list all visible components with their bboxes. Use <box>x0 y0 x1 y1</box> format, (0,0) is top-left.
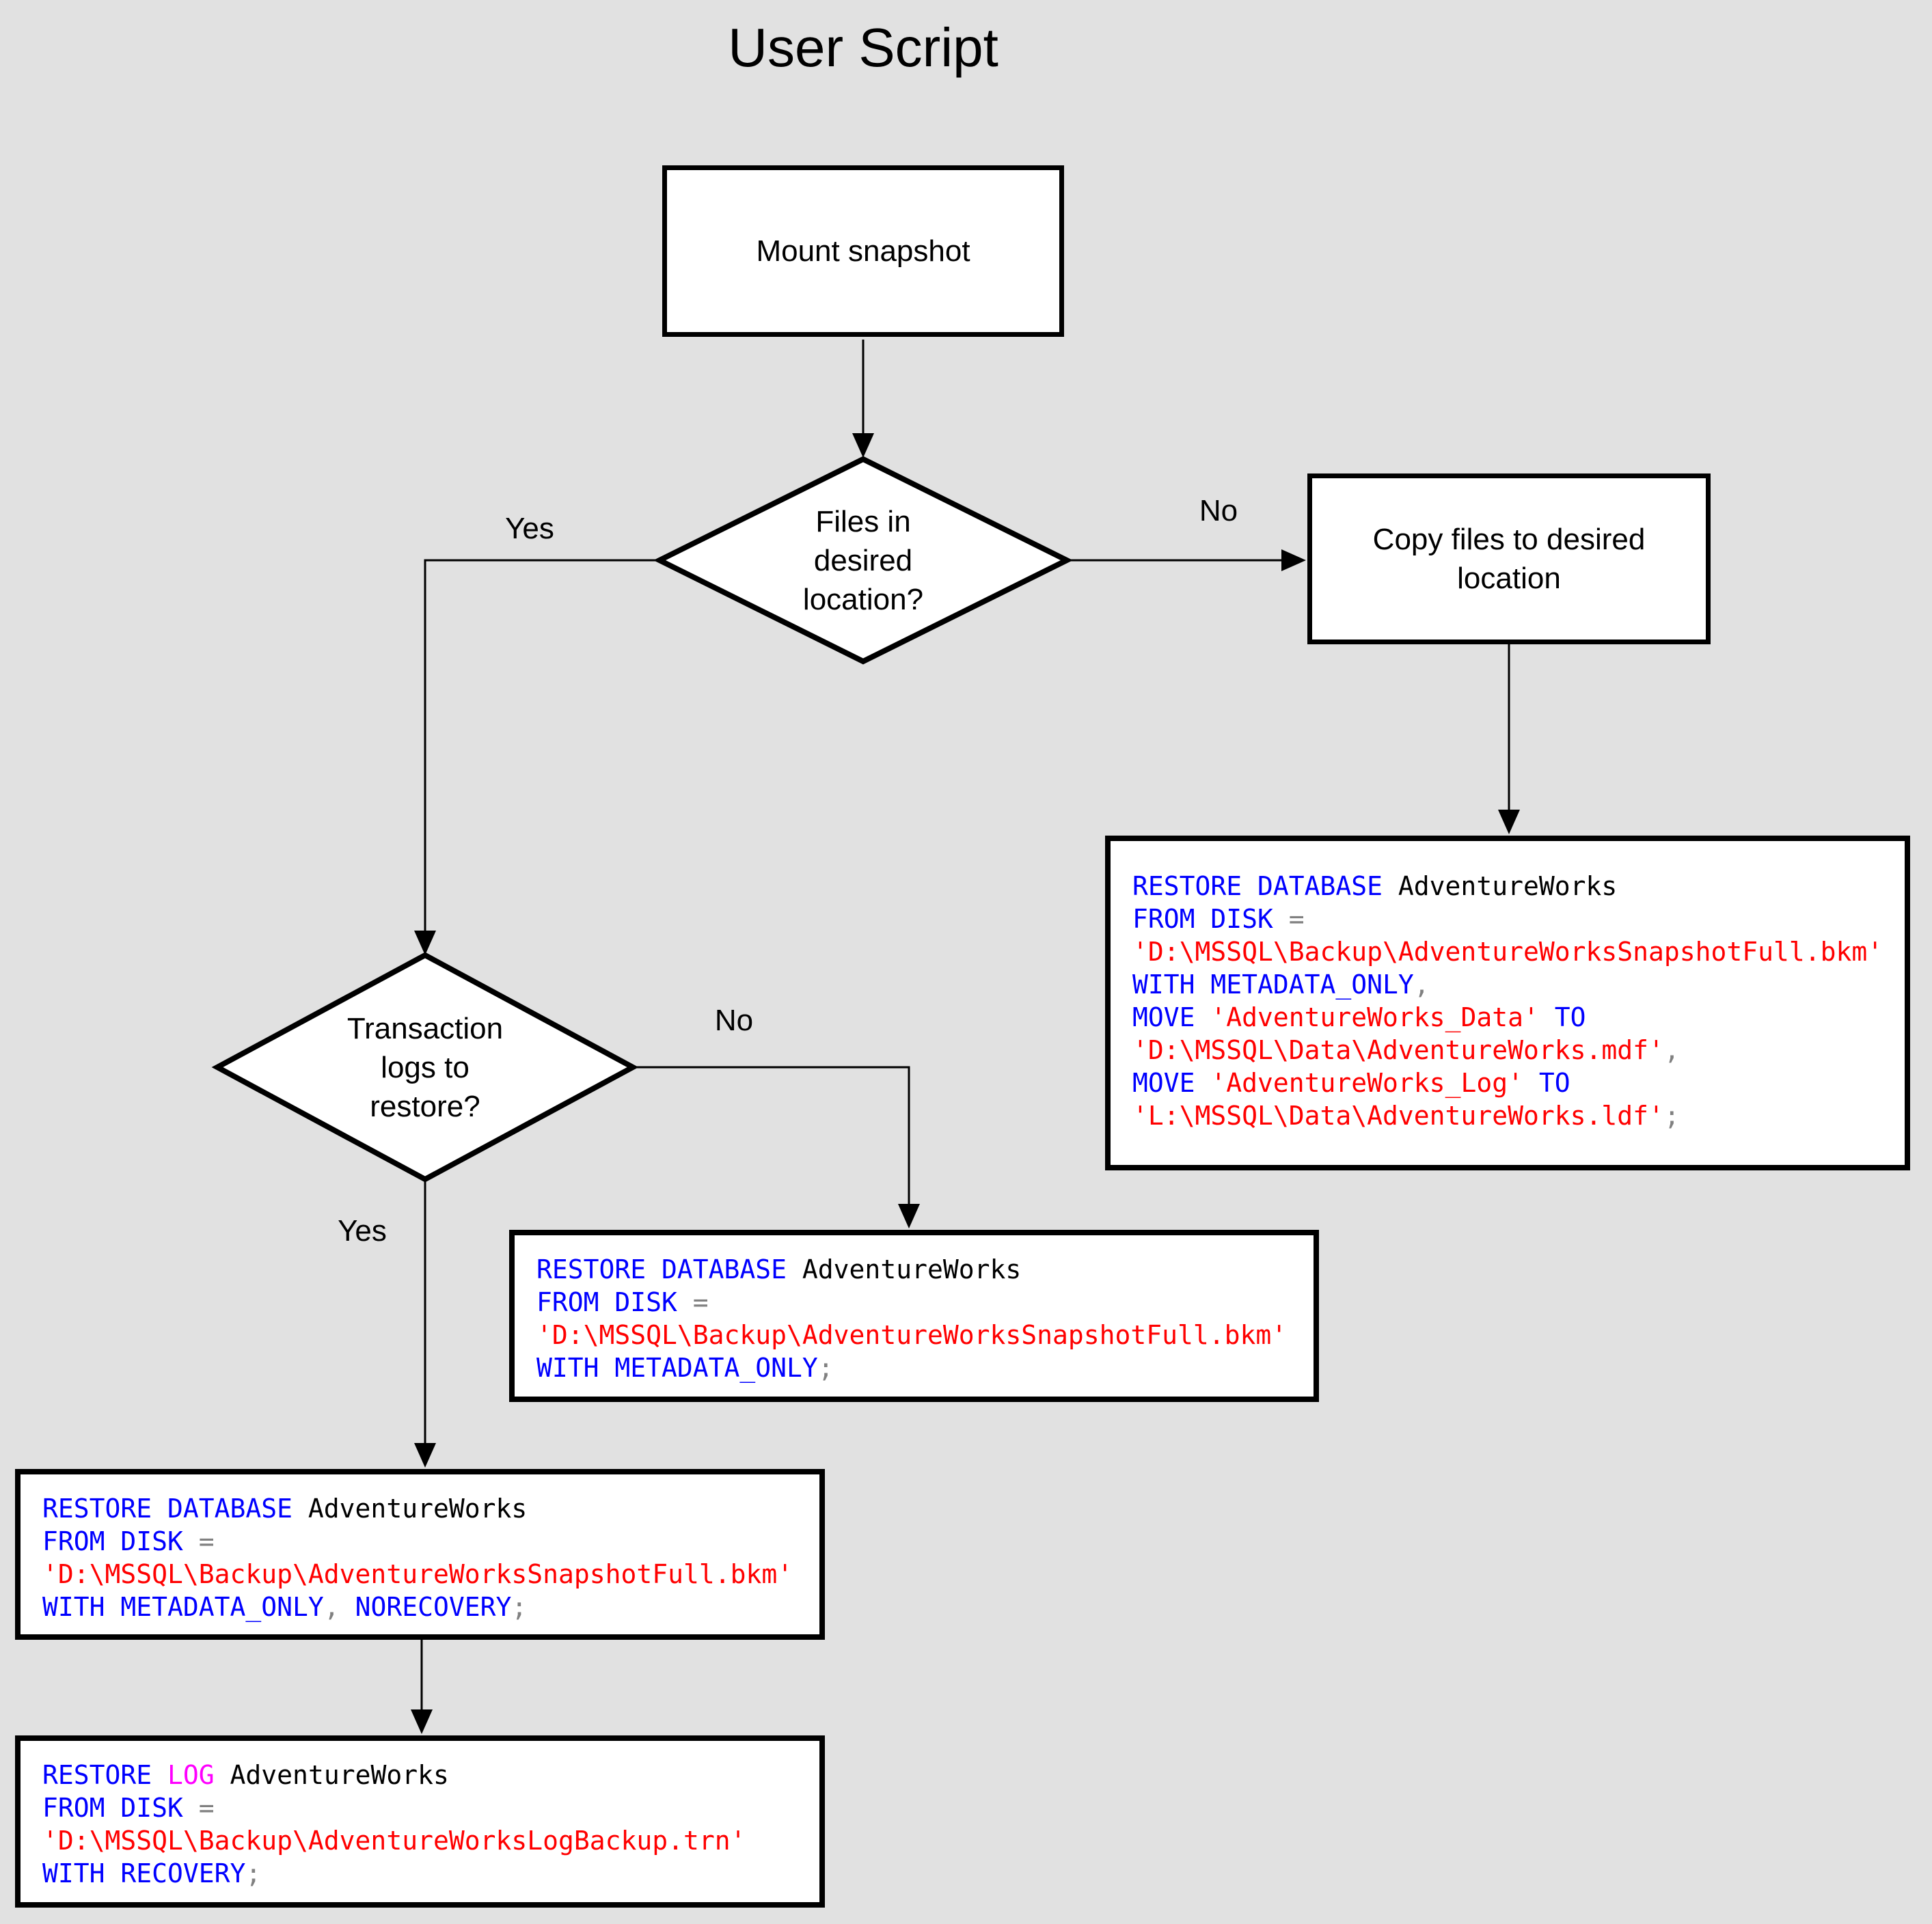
copy-files-box: Copy files to desired location <box>1307 473 1711 644</box>
code-line: WITH METADATA_ONLY, <box>1132 970 1430 1000</box>
page-title: User Script <box>728 17 998 78</box>
code-line: MOVE 'AdventureWorks_Data' TO <box>1132 1002 1586 1032</box>
arrowhead-logs-decision <box>414 931 436 955</box>
logs-decision-yes-label: Yes <box>338 1214 387 1248</box>
code-line: RESTORE DATABASE AdventureWorks <box>42 1494 528 1524</box>
code-line: FROM DISK = <box>42 1793 215 1823</box>
mount-snapshot-box: Mount snapshot <box>662 165 1064 337</box>
files-location-decision-label: Files in desired location? <box>802 505 924 616</box>
code-line: 'D:\MSSQL\Backup\AdventureWorksSnapshotF… <box>42 1559 793 1589</box>
code-line: WITH METADATA_ONLY, NORECOVERY; <box>42 1592 528 1622</box>
arrowhead-restore-log-code <box>411 1709 433 1734</box>
arrowhead-files-decision <box>852 433 874 458</box>
code-line: RESTORE DATABASE AdventureWorks <box>536 1254 1022 1284</box>
arrowhead-copy-restore-code <box>1498 810 1520 834</box>
logs-decision-no-label: No <box>714 1004 754 1037</box>
files-decision-yes-label: Yes <box>505 512 554 545</box>
code-line: MOVE 'AdventureWorks_Log' TO <box>1132 1068 1570 1098</box>
code-line: 'D:\MSSQL\Backup\AdventureWorksSnapshotF… <box>1132 937 1883 967</box>
code-line: RESTORE LOG AdventureWorks <box>42 1760 449 1790</box>
arrowhead-copy-box <box>1281 549 1306 571</box>
transaction-logs-decision-label: Transaction logs to restore? <box>346 1012 504 1123</box>
edge-files-yes <box>424 559 659 932</box>
code-line: 'D:\MSSQL\Data\AdventureWorks.mdf', <box>1132 1035 1680 1065</box>
code-line: 'D:\MSSQL\Backup\AdventureWorksLogBackup… <box>42 1826 746 1856</box>
code-line: WITH RECOVERY; <box>42 1858 262 1888</box>
mount-snapshot-label: Mount snapshot <box>756 234 970 268</box>
code-line: RESTORE DATABASE AdventureWorks <box>1132 871 1618 901</box>
code-line: 'L:\MSSQL\Data\AdventureWorks.ldf'; <box>1132 1101 1680 1131</box>
files-location-decision-diamond <box>653 456 1073 665</box>
code-line: FROM DISK = <box>1132 904 1305 934</box>
transaction-logs-decision-diamond <box>211 952 639 1183</box>
code-line: FROM DISK = <box>536 1287 709 1317</box>
code-line: 'D:\MSSQL\Backup\AdventureWorksSnapshotF… <box>536 1320 1288 1350</box>
arrowhead-norecovery-code <box>414 1443 436 1468</box>
files-decision-no-label: No <box>1199 494 1238 527</box>
code-line: FROM DISK = <box>42 1526 215 1556</box>
copy-files-label: Copy files to desired location <box>1372 523 1646 595</box>
arrowhead-no-logs-code <box>898 1204 920 1228</box>
code-line: WITH METADATA_ONLY; <box>536 1353 834 1383</box>
edge-logs-no <box>633 1066 910 1205</box>
